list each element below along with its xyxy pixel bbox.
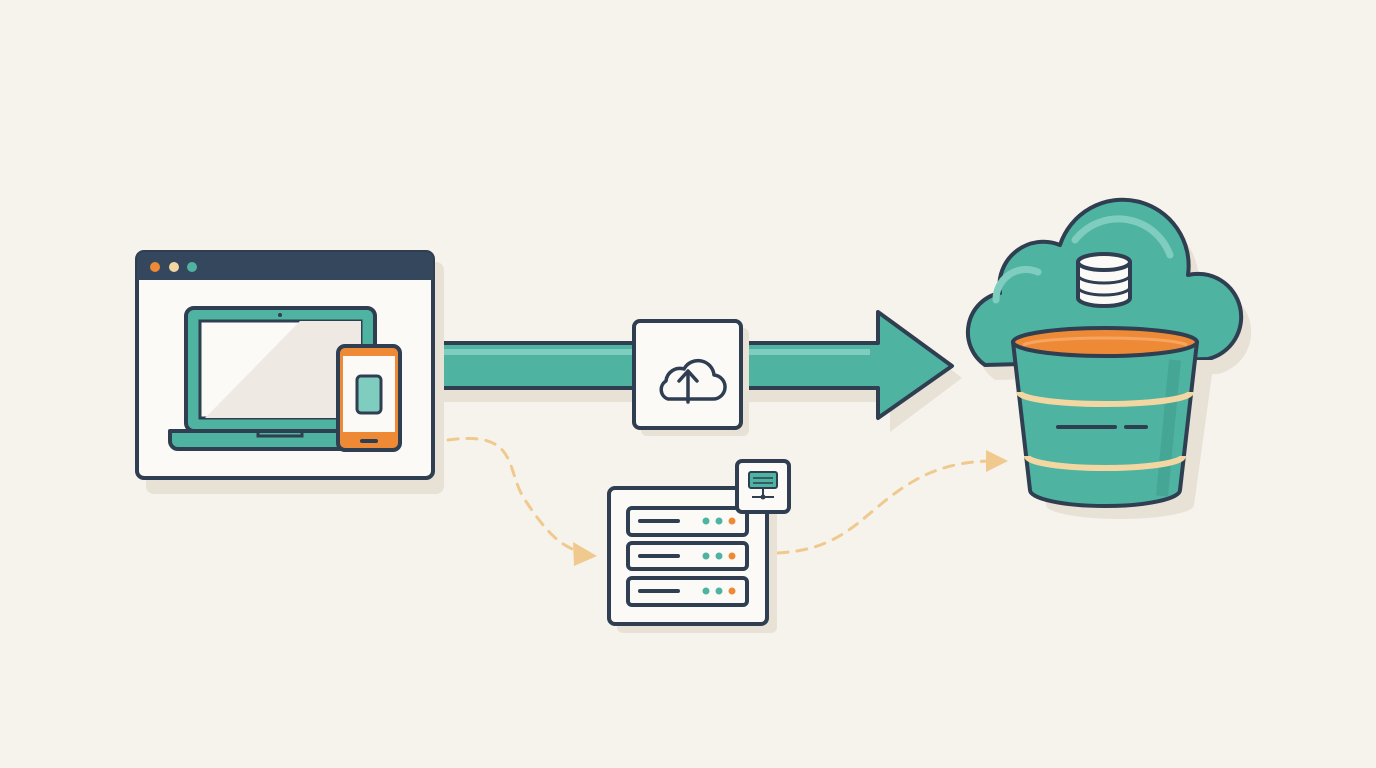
client-devices-node bbox=[135, 250, 444, 494]
database-icon bbox=[1076, 252, 1132, 308]
server-rack-icon bbox=[626, 506, 749, 607]
dashed-arrow-server-to-bucket bbox=[776, 450, 1008, 555]
bucket-icon bbox=[1011, 326, 1199, 508]
cloud-upload-icon bbox=[659, 358, 727, 404]
network-switch-icon bbox=[735, 459, 791, 514]
cloud-upload-node bbox=[632, 319, 749, 436]
server-rack-node bbox=[607, 459, 791, 633]
dashed-arrow-client-to-server bbox=[446, 437, 597, 566]
cloud-storage-bucket-node bbox=[965, 197, 1252, 519]
smartphone-icon bbox=[336, 344, 402, 452]
